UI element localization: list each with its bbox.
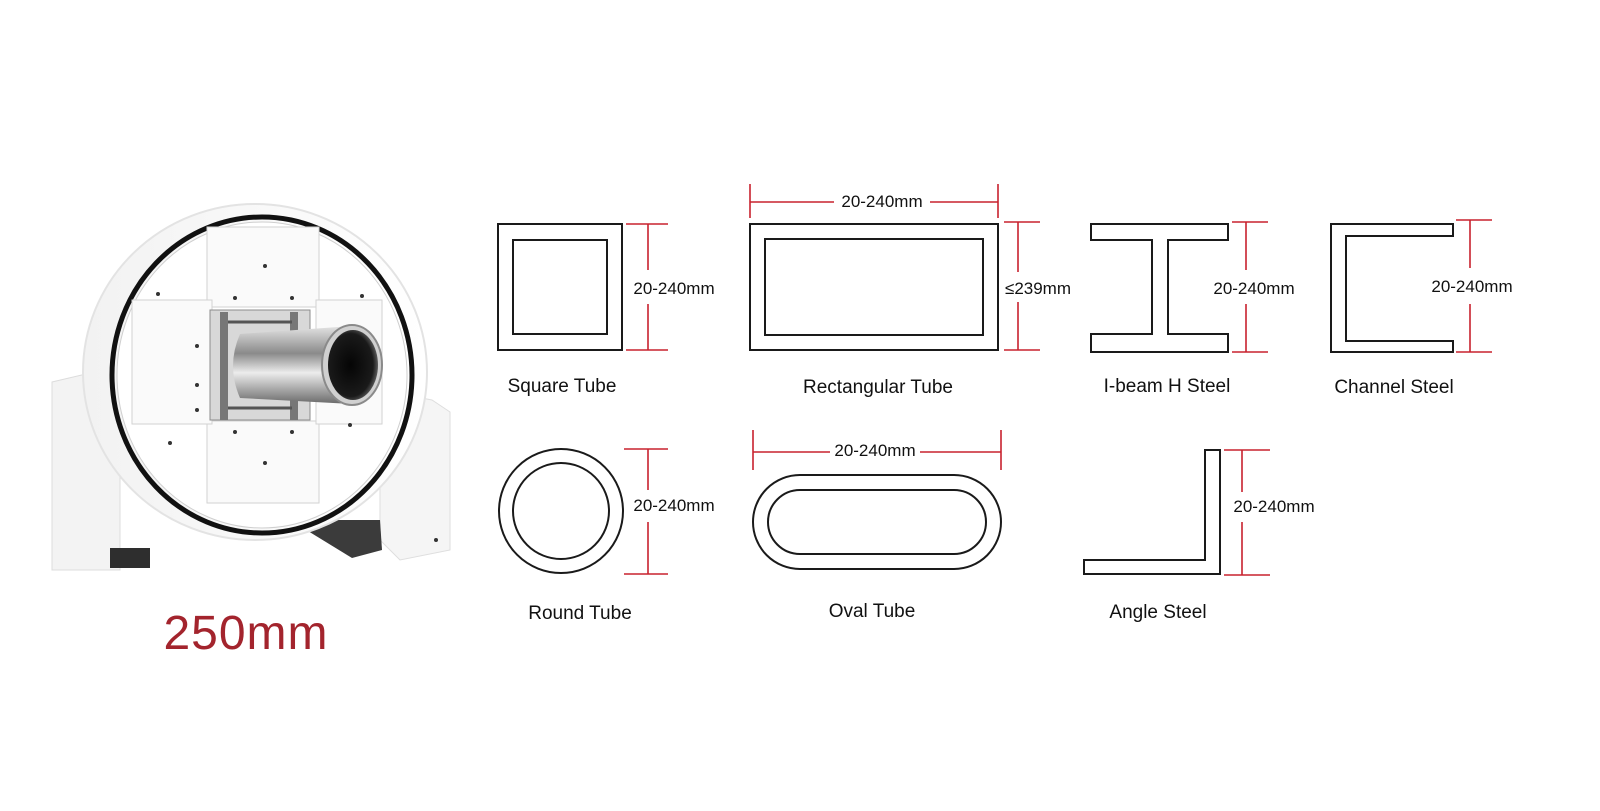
chuck-ring xyxy=(109,214,415,536)
chuck-jaw-left xyxy=(131,299,213,425)
rectangular-tube-height-line xyxy=(1004,221,1040,351)
profile-oval-tube: 20-240mm Oval Tube xyxy=(752,430,1002,622)
chuck-jaw-bottom xyxy=(206,420,320,504)
angle-steel-label: Angle Steel xyxy=(1109,602,1206,623)
channel-steel-dimension-line xyxy=(1456,219,1492,353)
tube-opening xyxy=(328,330,378,400)
profile-channel-steel: 20-240mm Channel Steel xyxy=(1330,219,1513,398)
oval-tube-dimension: 20-240mm xyxy=(834,441,915,460)
channel-steel-dimension: 20-240mm xyxy=(1431,277,1512,296)
i-beam-outline xyxy=(1090,223,1229,353)
square-tube-dimension: 20-240mm xyxy=(633,279,714,298)
profile-round-tube: 20-240mm Round Tube xyxy=(498,448,715,624)
chuck-roller xyxy=(220,312,228,420)
square-tube-outer xyxy=(497,223,623,351)
round-tube-dimension-line xyxy=(624,448,668,575)
chuck-capacity-label: 250mm xyxy=(163,607,329,660)
angle-steel-outline xyxy=(1083,449,1221,575)
round-tube-label: Round Tube xyxy=(528,603,632,624)
rotary-chuck-illustration xyxy=(51,203,451,571)
rectangular-tube-height-dimension: ≤239mm xyxy=(1005,279,1071,298)
profile-i-beam: 20-240mm I-beam H Steel xyxy=(1090,221,1295,397)
oval-tube-label: Oval Tube xyxy=(829,601,916,622)
chuck-bolts xyxy=(156,264,438,542)
profile-rectangular-tube: 20-240mm ≤239mm Rectangular Tube xyxy=(749,184,1071,398)
rectangular-tube-width-dimension: 20-240mm xyxy=(841,192,922,211)
rectangular-tube-width-line xyxy=(749,184,999,218)
rectangular-tube-inner xyxy=(764,238,984,336)
square-tube-dimension-line xyxy=(626,223,668,351)
round-tube-inner xyxy=(512,462,610,560)
chuck-jaw-top xyxy=(206,226,320,308)
profile-angle-steel: 20-240mm Angle Steel xyxy=(1083,449,1315,623)
angle-steel-dimension: 20-240mm xyxy=(1233,497,1314,516)
round-tube-outer xyxy=(498,448,624,574)
round-tube-dimension: 20-240mm xyxy=(633,496,714,515)
angle-steel-dimension-line xyxy=(1224,449,1270,576)
channel-steel-label: Channel Steel xyxy=(1334,377,1453,398)
rectangular-tube-label: Rectangular Tube xyxy=(803,377,953,398)
chuck-foot xyxy=(110,548,150,568)
rectangular-tube-outer xyxy=(749,223,999,351)
oval-tube-dimension-line xyxy=(752,430,1002,470)
oval-tube-outer xyxy=(752,474,1002,570)
channel-steel-outline xyxy=(1330,223,1454,353)
tube-workpiece xyxy=(233,326,352,404)
oval-tube-inner xyxy=(767,489,987,555)
i-beam-dimension: 20-240mm xyxy=(1213,279,1294,298)
square-tube-label: Square Tube xyxy=(508,376,617,397)
square-tube-inner xyxy=(512,239,608,335)
profile-square-tube: 20-240mm Square Tube xyxy=(497,223,715,397)
i-beam-label: I-beam H Steel xyxy=(1104,376,1231,397)
i-beam-dimension-line xyxy=(1232,221,1268,353)
